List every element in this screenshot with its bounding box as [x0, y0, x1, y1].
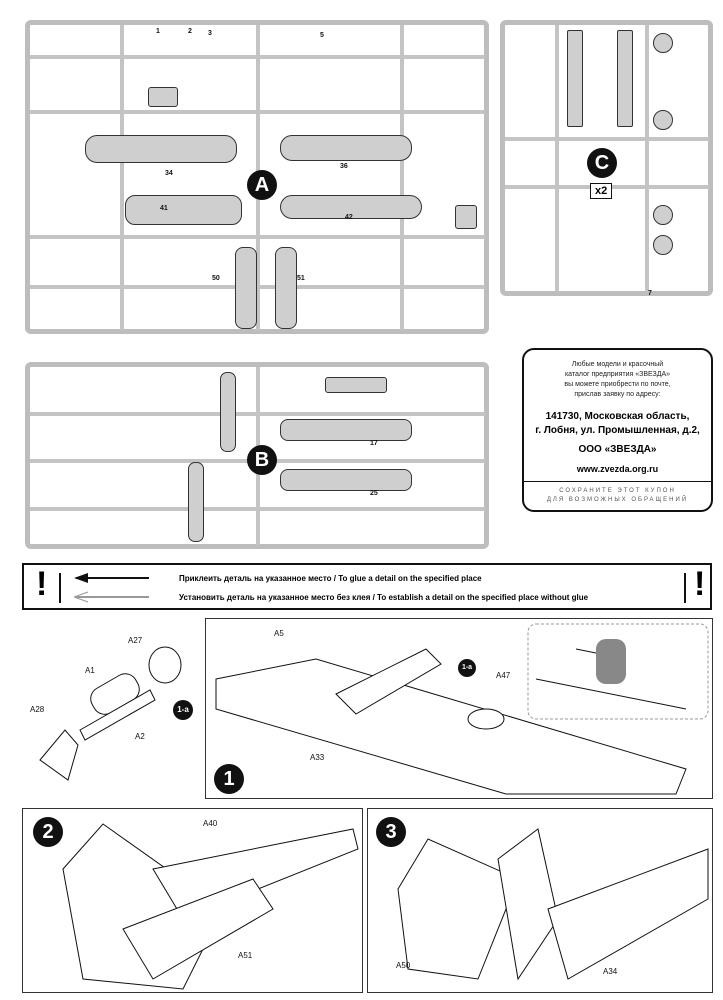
coupon-address: 141730, Московская область, — [545, 411, 690, 422]
part-number: 17 — [370, 440, 378, 447]
part-b15 — [220, 372, 236, 452]
part-number: 25 — [370, 490, 378, 497]
part-number: 41 — [160, 205, 168, 212]
subassembly-badge: 1-a — [173, 700, 193, 720]
coupon-intro-line: вы можете приобрести по почте, — [564, 381, 671, 388]
part-a34 — [280, 135, 412, 161]
part-b25 — [280, 469, 412, 491]
warning-icon: ! — [694, 565, 706, 603]
part-b5 — [325, 377, 387, 393]
part-number: 51 — [297, 275, 305, 282]
part-number: 36 — [340, 163, 348, 170]
step-number: 2 — [33, 817, 63, 847]
track-link — [617, 30, 633, 127]
part-number: 42 — [345, 214, 353, 221]
part-a23 — [148, 87, 178, 107]
coupon: Любые модели и красочный каталог предпри… — [522, 348, 713, 512]
part-number: 7 — [648, 290, 652, 297]
part-b22 — [188, 462, 204, 542]
callout-a50: A50 — [396, 961, 411, 970]
coupon-intro-line: прислав заявку по адресу: — [574, 391, 661, 398]
step-1-drawing — [215, 623, 709, 795]
sprue-a: A — [25, 20, 489, 334]
step-1a-drawing — [39, 646, 182, 781]
sprue-multiplier: x2 — [590, 183, 613, 199]
wheel — [653, 110, 673, 130]
callout-a2: A2 — [135, 732, 145, 741]
callout-a28: A28 — [30, 705, 45, 714]
coupon-address: г. Лобня, ул. Промышленная, д.2, — [535, 425, 700, 436]
callout-a33: A33 — [310, 753, 325, 762]
legend: ! ! Приклеить деталь на указанное место … — [22, 563, 712, 610]
part-number: 1 — [156, 28, 160, 35]
legend-noglue-text: Установить деталь на указанное место без… — [179, 593, 589, 602]
part-number: 50 — [212, 275, 220, 282]
part-a33 — [85, 135, 237, 163]
part-number: 5 — [320, 32, 324, 39]
coupon-intro-line: Любые модели и красочный — [571, 361, 664, 368]
step-number: 3 — [376, 817, 406, 847]
sprue-label-c: C — [587, 148, 617, 178]
sprue-c: C x2 — [500, 20, 713, 296]
warning-icon: ! — [36, 565, 48, 603]
step-3-panel: 3 A50 A34 — [367, 808, 713, 993]
callout-a27: A27 — [128, 636, 143, 645]
part-number: 2 — [188, 28, 192, 35]
part-a39 — [125, 195, 242, 225]
part-a51 — [275, 247, 297, 329]
callout-a47: A47 — [496, 671, 511, 680]
step-number: 1 — [214, 764, 244, 794]
callout-a5: A5 — [274, 629, 284, 638]
step-2-drawing — [62, 823, 359, 990]
sprue-b: B — [25, 362, 489, 549]
coupon-footer: СОХРАНИТЕ ЭТОТ КУПОН — [559, 488, 676, 494]
coupon-website: www.zvezda.org.ru — [576, 464, 659, 474]
part-number: 3 — [208, 30, 212, 37]
step-3-drawing — [397, 828, 709, 981]
part-a43 — [455, 205, 477, 229]
wheel — [653, 235, 673, 255]
part-b17 — [280, 419, 412, 441]
callout-a34: A34 — [603, 967, 618, 976]
legend-glue-text: Приклеить деталь на указанное место / To… — [179, 574, 482, 583]
callout-a1: A1 — [85, 666, 95, 675]
callout-a51: A51 — [238, 951, 253, 960]
sprue-label-b: B — [247, 445, 277, 475]
coupon-company: ООО «ЗВЕЗДА» — [578, 444, 657, 455]
step-1-panel: A5 1-a A47 A33 1 — [205, 618, 713, 799]
part-a50 — [235, 247, 257, 329]
coupon-footer: ДЛЯ ВОЗМОЖНЫХ ОБРАЩЕНИЙ — [546, 497, 689, 503]
part-a40 — [280, 195, 422, 219]
wheel — [653, 205, 673, 225]
arrow-icons — [73, 573, 149, 603]
step-2-panel: 2 A40 A51 — [22, 808, 363, 993]
callout-a40: A40 — [203, 819, 218, 828]
subassembly-badge: 1-a — [458, 659, 476, 677]
wheel — [653, 33, 673, 53]
coupon-intro-line: каталог предприятия «ЗВЕЗДА» — [564, 371, 671, 378]
part-number: 34 — [165, 170, 173, 177]
track-link — [567, 30, 583, 127]
sprue-label-a: A — [247, 170, 277, 200]
